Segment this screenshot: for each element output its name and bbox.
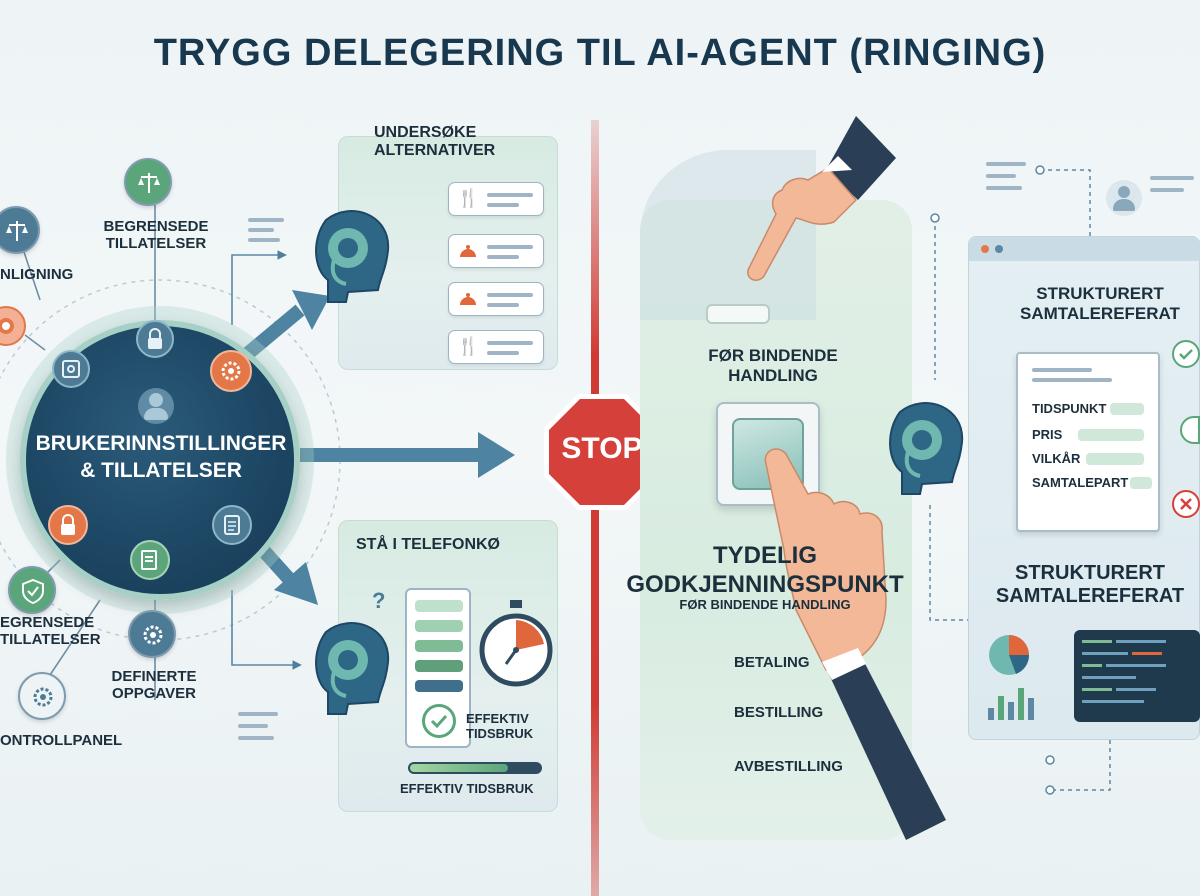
approval-button-heading: FØR BINDENDE HANDLING — [708, 346, 838, 385]
cloche-icon — [458, 293, 478, 306]
decor-line — [986, 186, 1022, 190]
log-window — [1074, 630, 1200, 722]
field-label-tidspunkt: TIDSPUNKT — [1032, 401, 1107, 416]
decor-line — [248, 228, 274, 232]
transfer-icon — [1180, 416, 1200, 444]
spoon-fork-icon: 🍴 — [457, 336, 480, 356]
decor-line — [986, 162, 1026, 166]
field-label-pris: PRIS — [1032, 427, 1063, 442]
node-label-kontrollpanel: ONTROLLPANEL — [0, 732, 123, 749]
field-value-bar — [1130, 477, 1152, 489]
panel-heading-queue: STÅ I TELEFONKØ — [356, 536, 500, 553]
ai-agent-head-icon — [889, 402, 964, 495]
check-icon — [1172, 340, 1200, 368]
decor-line — [248, 238, 280, 242]
decor-line — [1150, 176, 1194, 180]
summary-heading-top: STRUKTURERT SAMTALEREFERAT — [1020, 284, 1180, 323]
ai-agent-head-icon — [315, 622, 390, 715]
stop-sign-icon — [544, 394, 660, 510]
approval-sub-heading: FØR BINDENDE HANDLING — [679, 597, 851, 612]
field-value-bar — [1110, 403, 1144, 415]
cutlery-icon: 🍴 — [457, 188, 480, 208]
option-card-cafe[interactable]: 🍴 — [448, 330, 544, 364]
field-label-samtalepart: SAMTALEPART — [1032, 475, 1129, 490]
approval-main-heading: TYDELIG GODKJENNINGSPUNKT — [626, 542, 904, 598]
cross-icon — [1172, 490, 1200, 518]
decor-line — [238, 712, 278, 716]
question-mark-icon: ? — [372, 588, 386, 613]
node-label-sammenligning: NLIGNING — [0, 266, 74, 283]
decor-line — [248, 218, 284, 222]
option-card-service[interactable] — [448, 234, 544, 268]
cloche-icon — [458, 245, 478, 258]
node-label-definerte: DEFINERTE OPPGAVER — [111, 668, 197, 703]
page-title: TRYGG DELEGERING TIL AI-AGENT (RINGING) — [153, 32, 1047, 74]
ai-agent-head-icon — [315, 210, 390, 303]
hub-label: BRUKERINNSTILLINGER & TILLATELSER — [35, 432, 287, 483]
lock-icon — [48, 505, 88, 545]
scales-icon — [124, 158, 172, 206]
action-betaling: BETALING — [734, 654, 810, 671]
user-icon — [1106, 180, 1142, 216]
summary-heading-bottom: STRUKTURERT SAMTALEREFERAT — [995, 562, 1185, 607]
progress-bar-label: EFFEKTIV TIDSBRUK — [400, 781, 534, 796]
queue-list — [405, 588, 471, 748]
progress-bar-fill — [410, 764, 508, 772]
pointing-hand-icon — [747, 116, 896, 281]
gear-icon — [128, 610, 176, 658]
decor-line — [986, 174, 1016, 178]
bar-chart-icon — [988, 688, 1034, 720]
clipboard-icon — [212, 505, 252, 545]
safe-icon — [52, 350, 90, 388]
action-avbestilling: AVBESTILLING — [734, 758, 843, 775]
pressing-hand-icon — [764, 448, 946, 840]
check-label: EFFEKTIV TIDSBRUK — [466, 711, 534, 741]
stopwatch-icon — [479, 600, 553, 687]
summary-document — [1016, 352, 1160, 532]
decor-line — [238, 724, 268, 728]
panel-heading-explore: UNDERSØKE ALTERNATIVER — [374, 124, 496, 160]
node-label-begrensede-bottom: EGRENSEDE TILLATELSER — [0, 614, 101, 649]
lock-icon — [136, 320, 174, 358]
scales-icon — [0, 206, 40, 254]
pie-chart-icon — [989, 635, 1030, 675]
decor-line — [238, 736, 274, 740]
user-icon — [138, 388, 174, 424]
progress-bar — [408, 762, 542, 774]
option-card-delivery[interactable] — [448, 282, 544, 316]
shield-check-icon — [8, 566, 56, 614]
document-edit-icon — [130, 540, 170, 580]
gear-icon — [210, 350, 252, 392]
action-bestilling: BESTILLING — [734, 704, 824, 721]
small-button[interactable] — [706, 304, 770, 324]
node-label-begrensede-top: BEGRENSEDE TILLATELSER — [103, 218, 209, 253]
field-label-vilkar: VILKÅR — [1032, 451, 1081, 466]
decor-line — [1150, 188, 1184, 192]
option-card-restaurant[interactable]: 🍴 — [448, 182, 544, 216]
field-value-bar — [1078, 429, 1144, 441]
stop-sign-label: STOP — [561, 432, 643, 465]
gear-outline-icon — [18, 672, 66, 720]
check-icon — [422, 704, 456, 738]
field-value-bar — [1086, 453, 1144, 465]
